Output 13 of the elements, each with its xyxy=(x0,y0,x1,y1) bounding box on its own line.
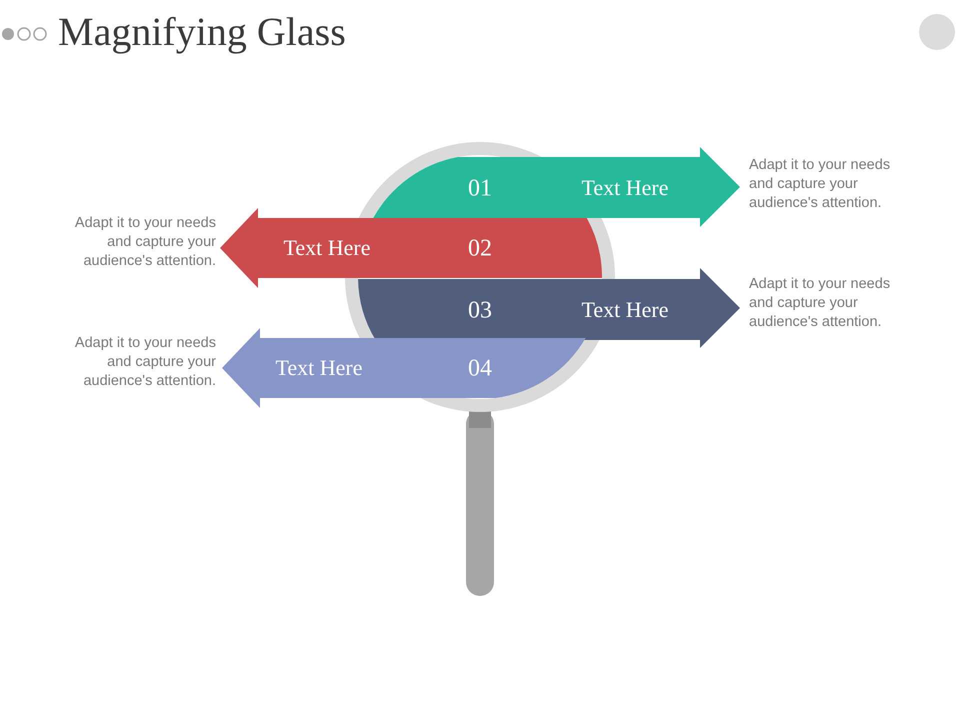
step-number: 03 xyxy=(468,297,492,324)
description-text: Adapt it to your needs and capture your audience's attention. xyxy=(749,275,892,332)
band-heading: Text Here xyxy=(283,235,371,261)
step-number: 04 xyxy=(468,356,492,382)
band-heading: Text Here xyxy=(581,296,669,322)
description-text: Adapt it to your needs and capture your audience's attention. xyxy=(74,334,216,391)
title: Magnifying Glass xyxy=(58,8,346,55)
step-number: 02 xyxy=(468,236,492,262)
band-heading: Text Here xyxy=(275,355,363,381)
description-text: Adapt it to your needs and capture your audience's attention. xyxy=(749,156,892,213)
step-number: 01 xyxy=(468,175,492,202)
description-text: Adapt it to your needs and capture your audience's attention. xyxy=(74,214,216,271)
band-heading: Text Here xyxy=(581,174,669,200)
